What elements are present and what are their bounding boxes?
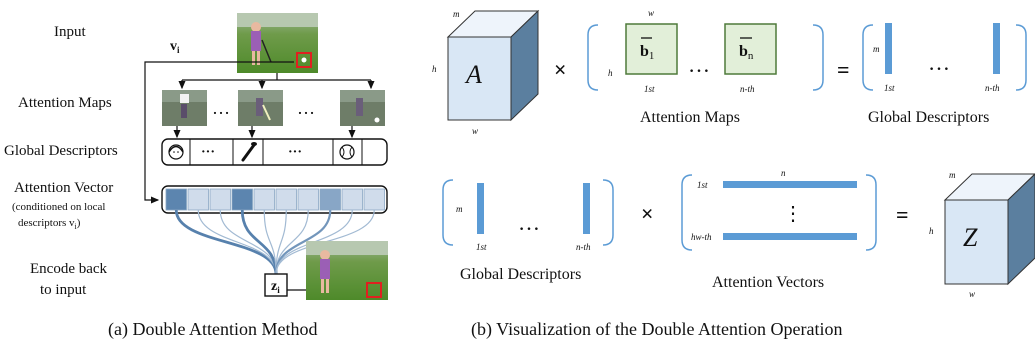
gd-bottom-m: m xyxy=(456,204,463,214)
gd-top-ellipsis: … xyxy=(928,50,950,75)
fan-curve xyxy=(197,209,277,275)
gd-top-m: m xyxy=(873,44,880,54)
conditioned-line-2: descriptors vi) xyxy=(18,217,81,231)
global-descriptors-row: ··· ··· xyxy=(161,138,388,166)
output-photo xyxy=(306,241,388,300)
fan-curve xyxy=(240,209,278,275)
cube-z-h: h xyxy=(929,226,934,236)
maps-1st: 1st xyxy=(644,84,655,94)
att-vec-bar-last xyxy=(723,233,857,240)
maps-nth: n-th xyxy=(740,84,755,94)
gd-top-1st: 1st xyxy=(884,83,895,93)
map-bn-label: bn xyxy=(739,43,754,62)
attention-cell xyxy=(297,188,319,211)
attention-maps-caption: Attention Maps xyxy=(640,109,740,126)
gd-top-nth: n-th xyxy=(985,83,1000,93)
times-bottom: × xyxy=(641,201,654,226)
attention-maps-label: Attention Maps xyxy=(18,95,112,111)
gd-top-bracket xyxy=(862,24,1027,91)
cube-z: Z m h w xyxy=(929,170,1035,299)
maps-h: h xyxy=(608,68,613,78)
attention-vector-row xyxy=(161,185,388,214)
att-vec-last: hw-th xyxy=(691,232,712,242)
att-vec-1st: 1st xyxy=(697,180,708,190)
panel-a: Input Attention Maps Global Descriptors … xyxy=(4,13,388,340)
gd-bottom-bar-n xyxy=(583,183,590,234)
z-i-box xyxy=(264,273,288,297)
gd-bottom-nth: n-th xyxy=(576,242,591,252)
attention-vector-label: Attention Vector xyxy=(14,180,113,196)
ball-icon xyxy=(339,144,355,160)
att-vec-vdots: ⋮ xyxy=(783,203,803,225)
panel-b: A m h w × h w b1 … bn 1st n-th Attention… xyxy=(432,8,1035,340)
caption-a: (a) Double Attention Method xyxy=(108,319,317,340)
attention-cell xyxy=(275,188,297,211)
att-vec-n: n xyxy=(781,168,786,178)
maps-w: w xyxy=(648,8,654,18)
attention-cell xyxy=(253,188,275,211)
attention-vectors-caption: Attention Vectors xyxy=(712,274,824,291)
global-descriptors-top-caption: Global Descriptors xyxy=(868,109,989,126)
descriptor-dots-2: ··· xyxy=(288,145,302,160)
v-i-arrow xyxy=(144,61,294,204)
times-top: × xyxy=(554,57,567,82)
equals-top: = xyxy=(837,57,850,82)
cube-a-h: h xyxy=(432,64,437,74)
input-photo xyxy=(237,13,318,73)
attention-cell xyxy=(209,188,231,211)
encode-back-label-1: Encode back xyxy=(30,261,108,277)
attention-map-1 xyxy=(162,90,207,126)
cube-a-label: A xyxy=(464,60,482,89)
gd-bottom-bracket xyxy=(442,179,614,246)
attention-cell xyxy=(187,188,209,211)
face-icon xyxy=(168,144,184,160)
cube-a-m: m xyxy=(453,9,460,19)
cube-a: A m h w xyxy=(432,9,540,136)
encode-back-label-2: to input xyxy=(40,282,87,298)
attention-cell xyxy=(231,188,253,211)
attention-map-2 xyxy=(238,90,283,126)
attention-cell xyxy=(341,188,363,211)
global-descriptors-label: Global Descriptors xyxy=(4,143,118,159)
cube-z-w: w xyxy=(969,289,975,299)
map-b1: b1 xyxy=(625,23,678,75)
cube-z-m: m xyxy=(949,170,956,180)
v-i-label: vi xyxy=(170,39,180,55)
maps-ellipsis: … xyxy=(688,52,710,77)
z-i-label: zi xyxy=(271,279,280,295)
attention-cell xyxy=(319,188,341,211)
attention-maps-ellipsis-2: … xyxy=(297,98,315,118)
cube-z-label: Z xyxy=(963,223,978,252)
equals-bottom: = xyxy=(896,202,909,227)
descriptor-dots-1: ··· xyxy=(201,145,215,160)
attention-vectors-bracket xyxy=(681,174,877,251)
gd-bottom-ellipsis: … xyxy=(518,210,540,235)
attention-cell xyxy=(165,188,187,211)
conditioned-line-1: (conditioned on local xyxy=(12,201,105,213)
caption-b: (b) Visualization of the Double Attentio… xyxy=(471,319,843,340)
attention-maps-ellipsis-1: … xyxy=(212,98,230,118)
golf-club-icon xyxy=(241,142,257,162)
global-descriptors-bottom-caption: Global Descriptors xyxy=(460,266,581,283)
fan-curve xyxy=(263,209,277,275)
attention-cell xyxy=(363,188,385,211)
gd-bottom-1st: 1st xyxy=(476,242,487,252)
attention-map-n xyxy=(340,90,385,126)
local-feature-box xyxy=(296,52,312,68)
map-b1-label: b1 xyxy=(640,43,654,62)
gd-top-bar-1 xyxy=(885,23,892,74)
attention-maps-bracket xyxy=(587,24,824,91)
fan-curve xyxy=(275,209,287,275)
input-label: Input xyxy=(54,24,86,40)
att-vec-bar-1 xyxy=(723,181,857,188)
gd-top-bar-n xyxy=(993,23,1000,74)
gd-bottom-bar-1 xyxy=(477,183,484,234)
fan-curve xyxy=(174,209,278,275)
map-bn: bn xyxy=(724,23,777,75)
cube-a-w: w xyxy=(472,126,478,136)
